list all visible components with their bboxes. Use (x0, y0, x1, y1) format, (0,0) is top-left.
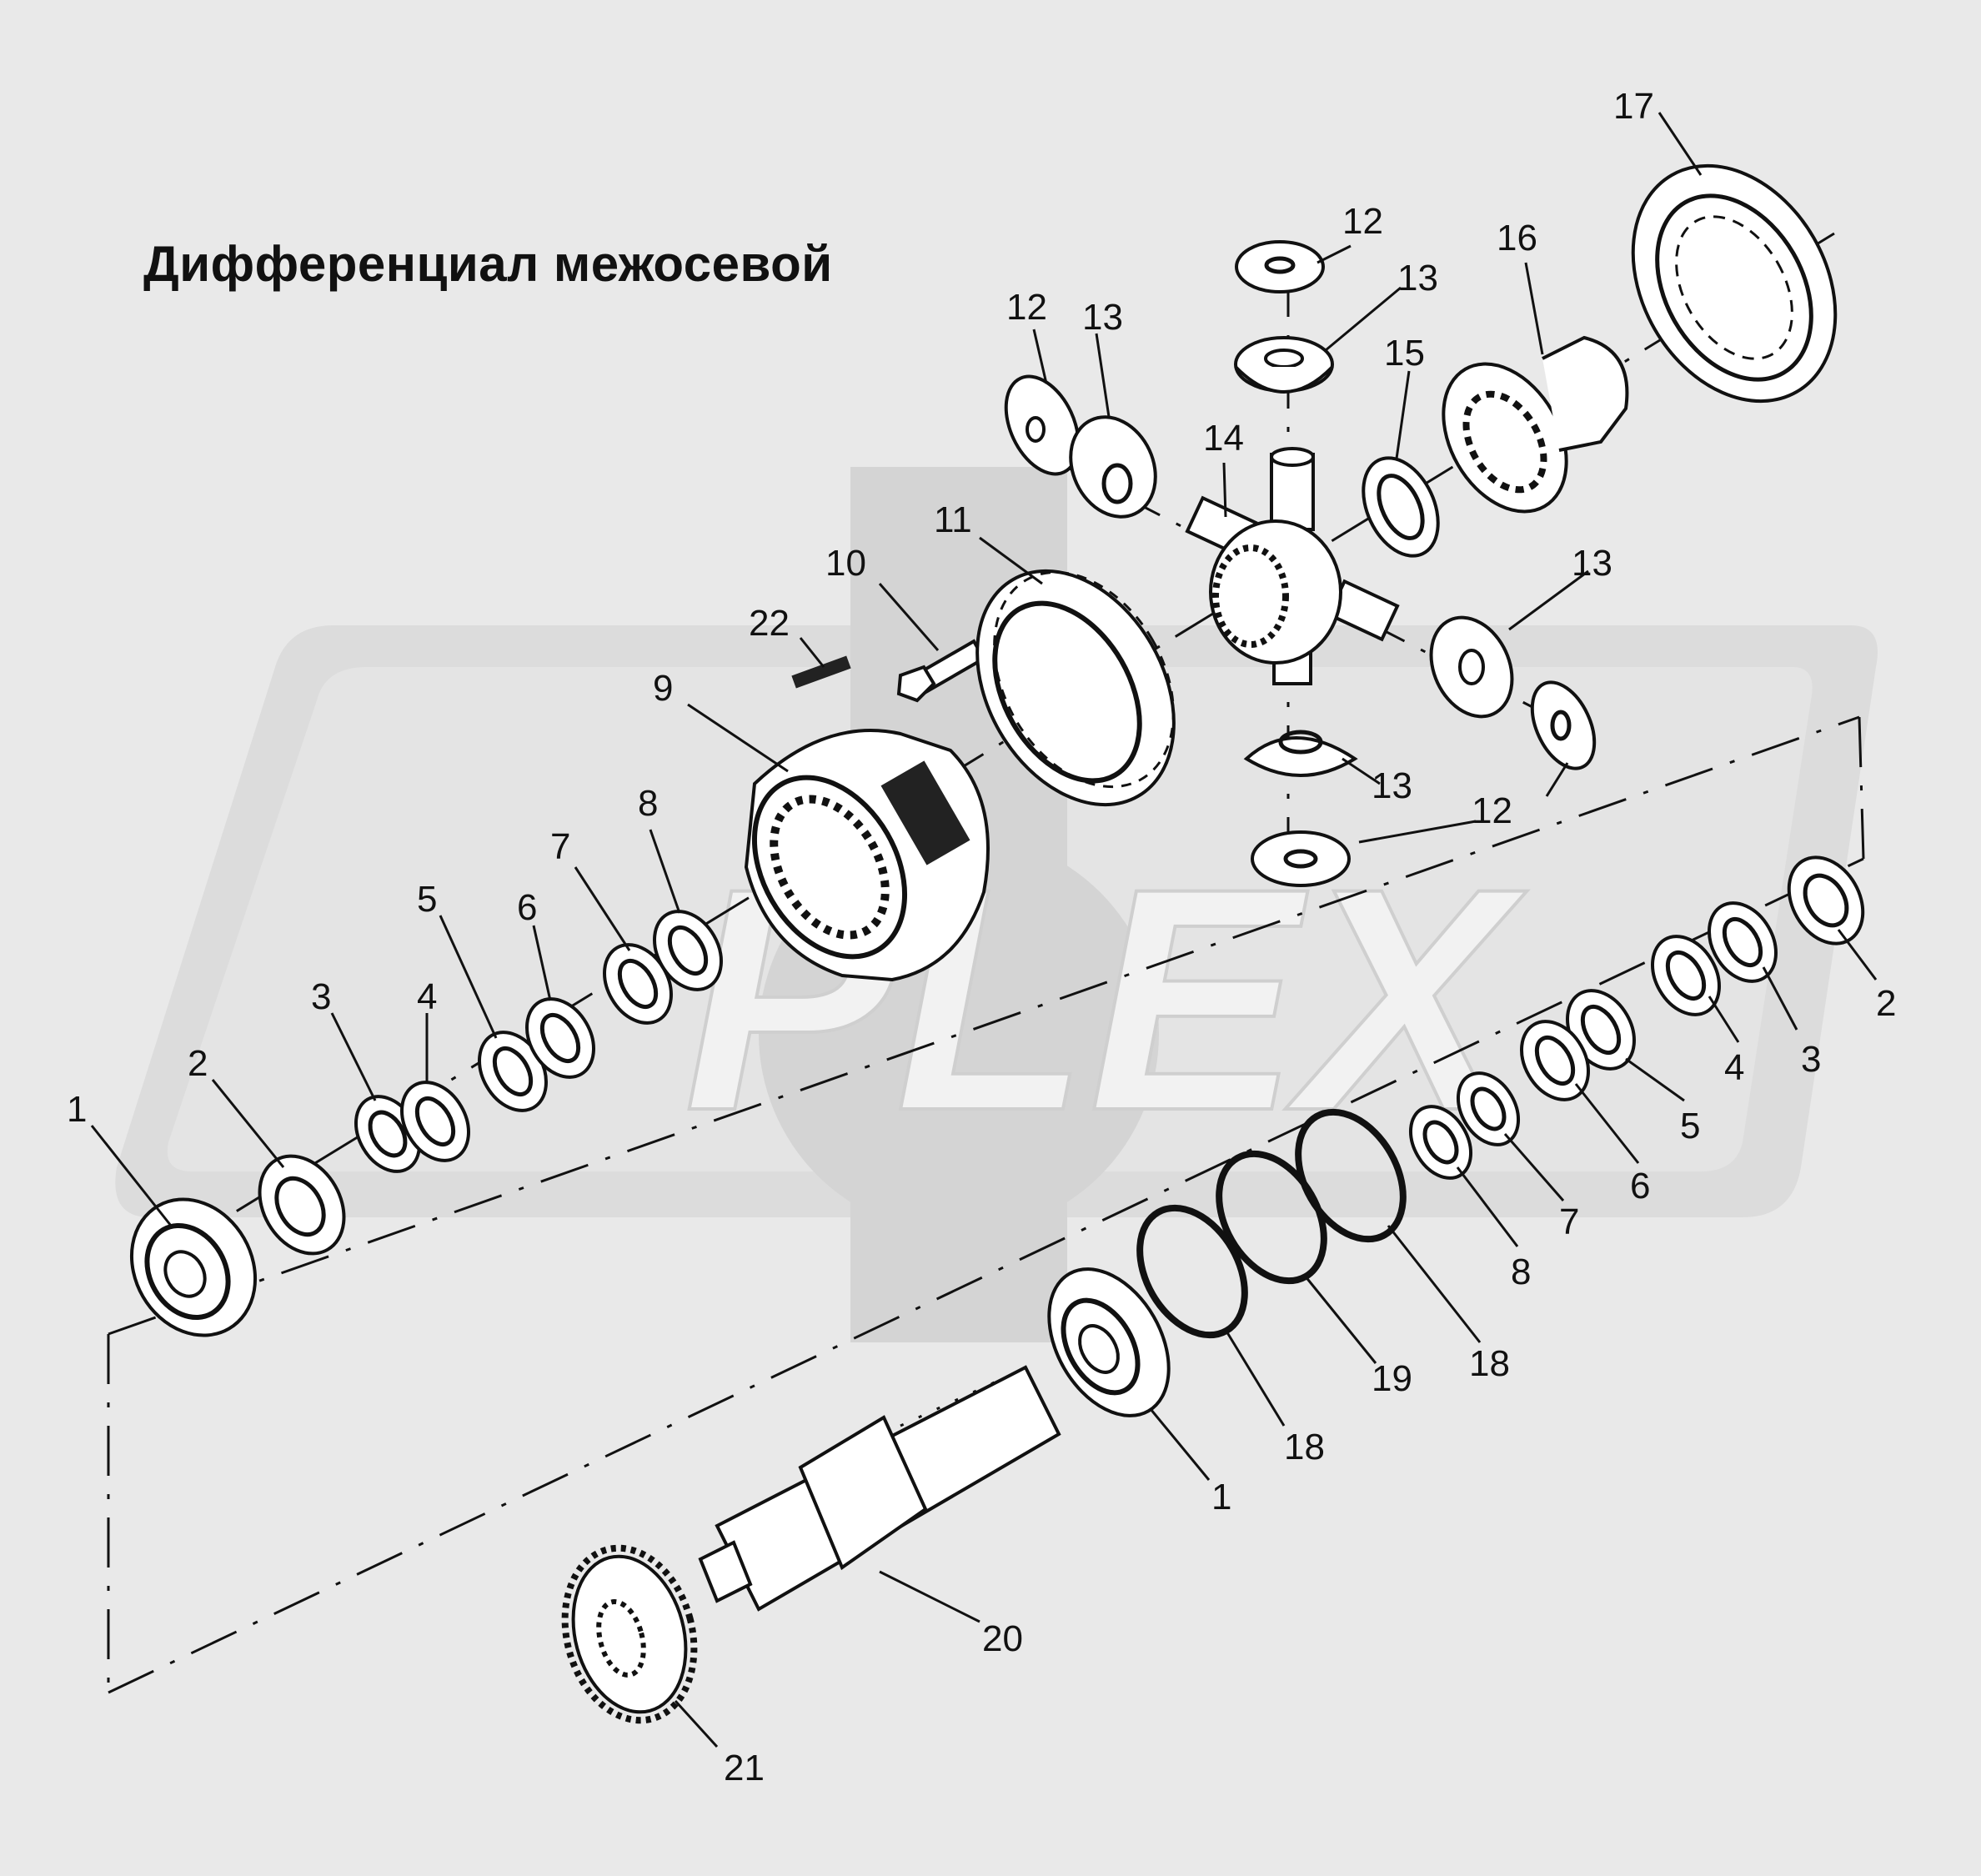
label-5-right: 5 (1680, 1106, 1700, 1146)
leader-lines (90, 112, 1878, 1748)
ring-8-right (1408, 1105, 1473, 1180)
label-3-left: 3 (311, 976, 331, 1017)
bearing-1-left (129, 1197, 258, 1337)
washer-12-left (1004, 374, 1081, 476)
gear-13-right (1429, 615, 1514, 719)
washer-15 (1362, 456, 1440, 558)
label-1-right: 1 (1211, 1477, 1231, 1517)
ring-2-right (1787, 855, 1865, 946)
hub-16 (1442, 335, 1629, 514)
label-2-left: 2 (188, 1043, 208, 1084)
label-12-bottom: 12 (1472, 790, 1512, 831)
cup-17 (1631, 163, 1838, 404)
upper-parts (129, 163, 1838, 1337)
bolt-10 (896, 639, 986, 703)
ring-4-right (1651, 935, 1721, 1016)
label-19: 19 (1372, 1358, 1412, 1399)
label-13-right: 13 (1572, 543, 1612, 584)
ring-6-left (525, 997, 595, 1079)
label-7-right: 7 (1559, 1201, 1579, 1242)
label-21: 21 (724, 1748, 765, 1788)
ring-4-left (400, 1081, 470, 1162)
label-13-top: 13 (1397, 258, 1438, 298)
label-12-top: 12 (1342, 201, 1383, 242)
label-8-right: 8 (1511, 1252, 1531, 1292)
gear-9 (744, 729, 990, 982)
label-6-right: 6 (1630, 1166, 1650, 1206)
spider-14 (1185, 447, 1400, 685)
housing-11 (975, 569, 1176, 807)
label-4-left: 4 (417, 976, 437, 1017)
label-18-left: 18 (1284, 1427, 1325, 1467)
ring-5-left (478, 1031, 548, 1112)
label-3-right: 3 (1801, 1039, 1821, 1080)
washer-12-right (1530, 680, 1597, 770)
washer-12-top (1235, 240, 1325, 293)
ring-7-right (1456, 1071, 1521, 1146)
callout-labels: 1 2 3 4 5 6 7 8 9 22 10 11 12 13 12 13 1… (67, 86, 1896, 1788)
gear-21 (561, 1544, 698, 1724)
label-20: 20 (982, 1618, 1023, 1659)
label-16: 16 (1497, 218, 1537, 258)
diagram-title: Дифференциал межосевой (143, 236, 833, 292)
pin-22 (791, 655, 851, 689)
label-13-left: 13 (1082, 297, 1123, 338)
ring-2-left (258, 1154, 346, 1256)
ring-8-left (653, 910, 723, 991)
label-13-bottom: 13 (1372, 765, 1412, 806)
washer-12-bottom (1251, 830, 1351, 887)
label-2-right: 2 (1876, 983, 1896, 1024)
label-17: 17 (1613, 86, 1654, 127)
label-9: 9 (653, 668, 673, 709)
ring-6-right (1520, 1020, 1590, 1101)
label-4-right: 4 (1724, 1047, 1744, 1088)
gear-13-left (1069, 415, 1157, 519)
label-1-left: 1 (67, 1089, 87, 1130)
label-7-left: 7 (550, 826, 570, 867)
label-18-right: 18 (1469, 1343, 1510, 1384)
label-10: 10 (825, 543, 866, 584)
label-14: 14 (1203, 418, 1244, 459)
gear-13-top (1234, 336, 1334, 394)
label-8-left: 8 (638, 783, 658, 824)
shaft-20 (698, 1365, 1061, 1612)
label-15: 15 (1384, 333, 1425, 374)
lower-parts (561, 855, 1865, 1724)
label-5-left: 5 (417, 879, 437, 920)
label-11: 11 (934, 499, 972, 540)
ring-3-right (1708, 901, 1778, 983)
label-22: 22 (749, 603, 790, 644)
gear-13-bottom (1243, 730, 1358, 777)
label-6-left: 6 (517, 887, 537, 928)
label-12-left: 12 (1006, 287, 1047, 328)
bearing-1-right (1047, 1267, 1171, 1417)
